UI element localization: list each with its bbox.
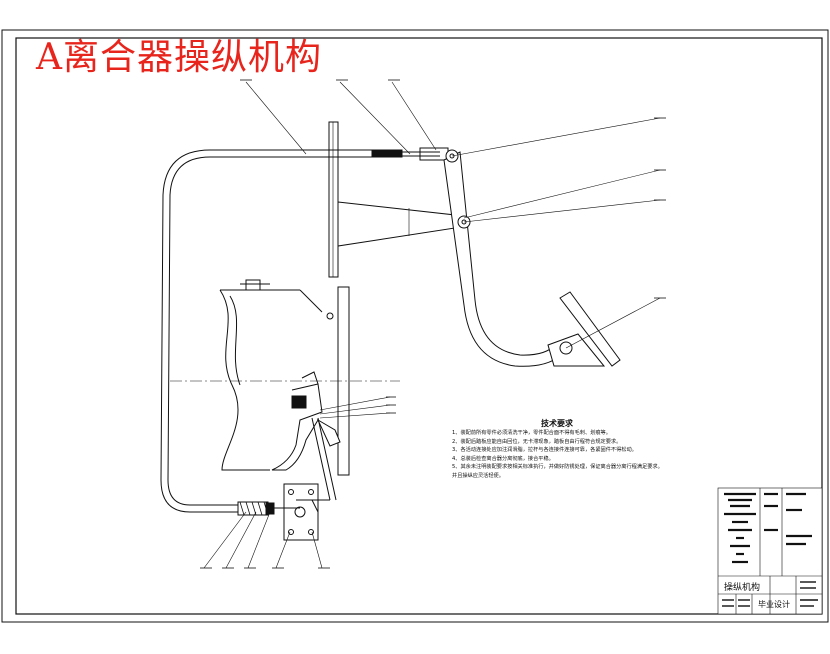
title-block (717, 487, 823, 615)
outer-border (1, 29, 829, 623)
pedal-arm (443, 151, 561, 367)
tech-line: 3、各活动连接处应加注润滑脂，拉杆与各连接件连接可靠，各紧固件不得松动。 (452, 447, 637, 454)
tech-line: 并且操纵应灵活轻便。 (452, 472, 504, 479)
inner-frame (15, 37, 823, 615)
tech-line: 2、装配后踏板应能自由回位，无卡滞现象，踏板自由行程符合规定要求。 (452, 438, 622, 445)
thread-upper (371, 149, 403, 158)
tech-line: 1、装配前所有零件必须清洗干净，零件配合面不得有毛刺、划痕等。 (452, 430, 611, 436)
leader-lines (203, 81, 661, 569)
pedal-bracket (337, 201, 456, 247)
title-block-drawing-name: 操纵机构 (724, 583, 761, 593)
pedal-pad (559, 291, 621, 367)
drawing-title: A离合器操纵机构 (36, 37, 322, 78)
title-block-design-label: 毕业设计 (758, 600, 790, 609)
technical-requirements: 技术要求 1、装配前所有零件必须清洗干净，零件配合面不得有毛刺、划痕等。 2、装… (452, 418, 702, 481)
clutch-housing (219, 289, 300, 471)
tech-line: 4、总装后检查离合器分离彻底，接合平稳。 (452, 455, 554, 462)
fork-lever (311, 417, 337, 501)
dash-panel-upper (328, 121, 339, 278)
pull-rod (167, 156, 373, 506)
mechanism-drawing (160, 79, 823, 615)
tech-requirements-heading: 技术要求 (541, 419, 573, 428)
release-fork (271, 383, 323, 471)
leader-number-marks (200, 79, 666, 569)
tech-line: 5、其余未注明装配要求按相关标准执行，并做好防锈处理，保证离合器分离行程满足要求… (452, 464, 663, 471)
